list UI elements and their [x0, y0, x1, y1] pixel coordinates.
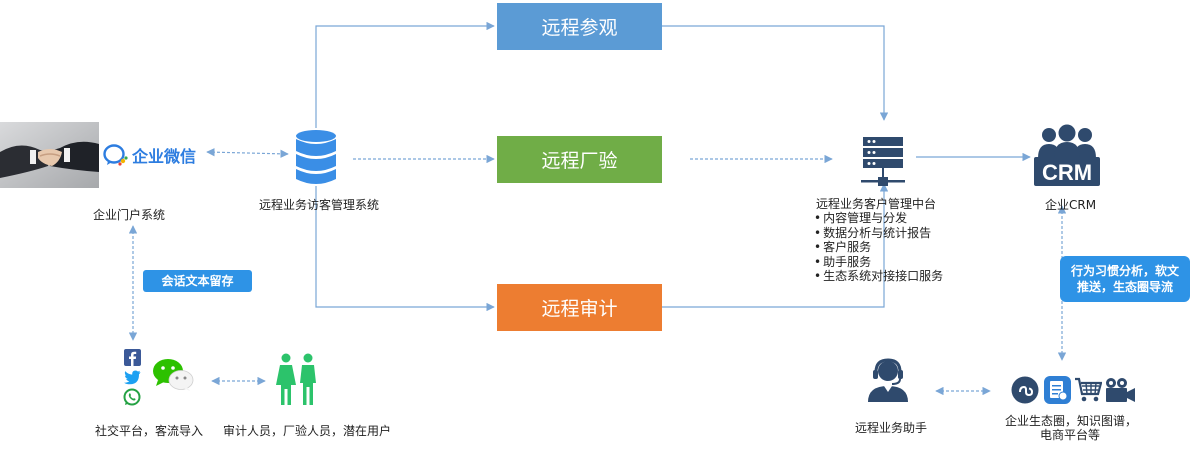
- platform-item: 生态系统对接接口服务: [814, 269, 943, 284]
- whatsapp-icon: [123, 388, 141, 406]
- camera-icon: [1106, 378, 1135, 402]
- handshake-photo: [0, 122, 99, 188]
- platform-item: 数据分析与统计报告: [814, 226, 943, 241]
- people-label: 审计人员，厂验人员，潜在用户: [223, 424, 392, 438]
- remote-audit-box[interactable]: 远程审计: [497, 284, 662, 331]
- document-icon: [1044, 376, 1071, 404]
- wecom-logo-icon: [103, 144, 128, 166]
- wechat-icon: [153, 359, 194, 391]
- middle-platform-list: 内容管理与分发 数据分析与统计报告 客户服务 助手服务 生态系统对接接口服务: [814, 211, 943, 284]
- visit-to-platform-link: [662, 25, 889, 121]
- database-icon: [296, 130, 336, 184]
- middle-platform-title: 远程业务客户管理中台: [816, 197, 937, 211]
- crm-tag-line2: 推送，生态圈导流: [1076, 280, 1173, 294]
- platform-item: 客户服务: [814, 240, 943, 255]
- platform-item: 内容管理与分发: [814, 211, 943, 226]
- miniprogram-icon: [1011, 376, 1039, 404]
- ecosystem-label-line1: 企业生态圈，知识图谱，: [1005, 414, 1138, 428]
- wecom-logo: 企业微信: [103, 142, 196, 168]
- crm-analysis-tag: 行为习惯分析，软文 推送，生态圈导流: [1060, 256, 1190, 302]
- system-to-audit-link: [315, 186, 495, 312]
- portal-label: 企业门户系统: [93, 208, 166, 222]
- twitter-icon: [124, 370, 141, 385]
- crm-group-icon: CRM: [1034, 124, 1100, 186]
- crm-tag-line1: 行为习惯分析，软文: [1070, 264, 1179, 278]
- platform-item: 助手服务: [814, 255, 943, 270]
- social-label: 社交平台，客流导入: [95, 424, 204, 438]
- ecosystem-label-line2: 电商平台等: [1040, 428, 1101, 442]
- people-icon: [276, 353, 316, 405]
- session-retention-tag: 会话文本留存: [143, 270, 252, 292]
- cart-icon: [1075, 377, 1102, 402]
- crm-label: 企业CRM: [1045, 198, 1097, 212]
- system-to-visit-link: [315, 21, 495, 128]
- headset-agent-icon: [868, 358, 908, 402]
- visitor-system-label: 远程业务访客管理系统: [259, 198, 380, 212]
- wecom-system-link: [206, 147, 289, 159]
- wecom-logo-text: 企业微信: [132, 147, 197, 166]
- remote-visit-box[interactable]: 远程参观: [497, 3, 662, 50]
- facebook-icon: [124, 349, 141, 366]
- remote-factory-inspection-box[interactable]: 远程厂验: [497, 136, 662, 183]
- crm-logo-text: CRM: [1042, 160, 1092, 185]
- assistant-label: 远程业务助手: [855, 421, 928, 435]
- server-icon: [861, 137, 905, 186]
